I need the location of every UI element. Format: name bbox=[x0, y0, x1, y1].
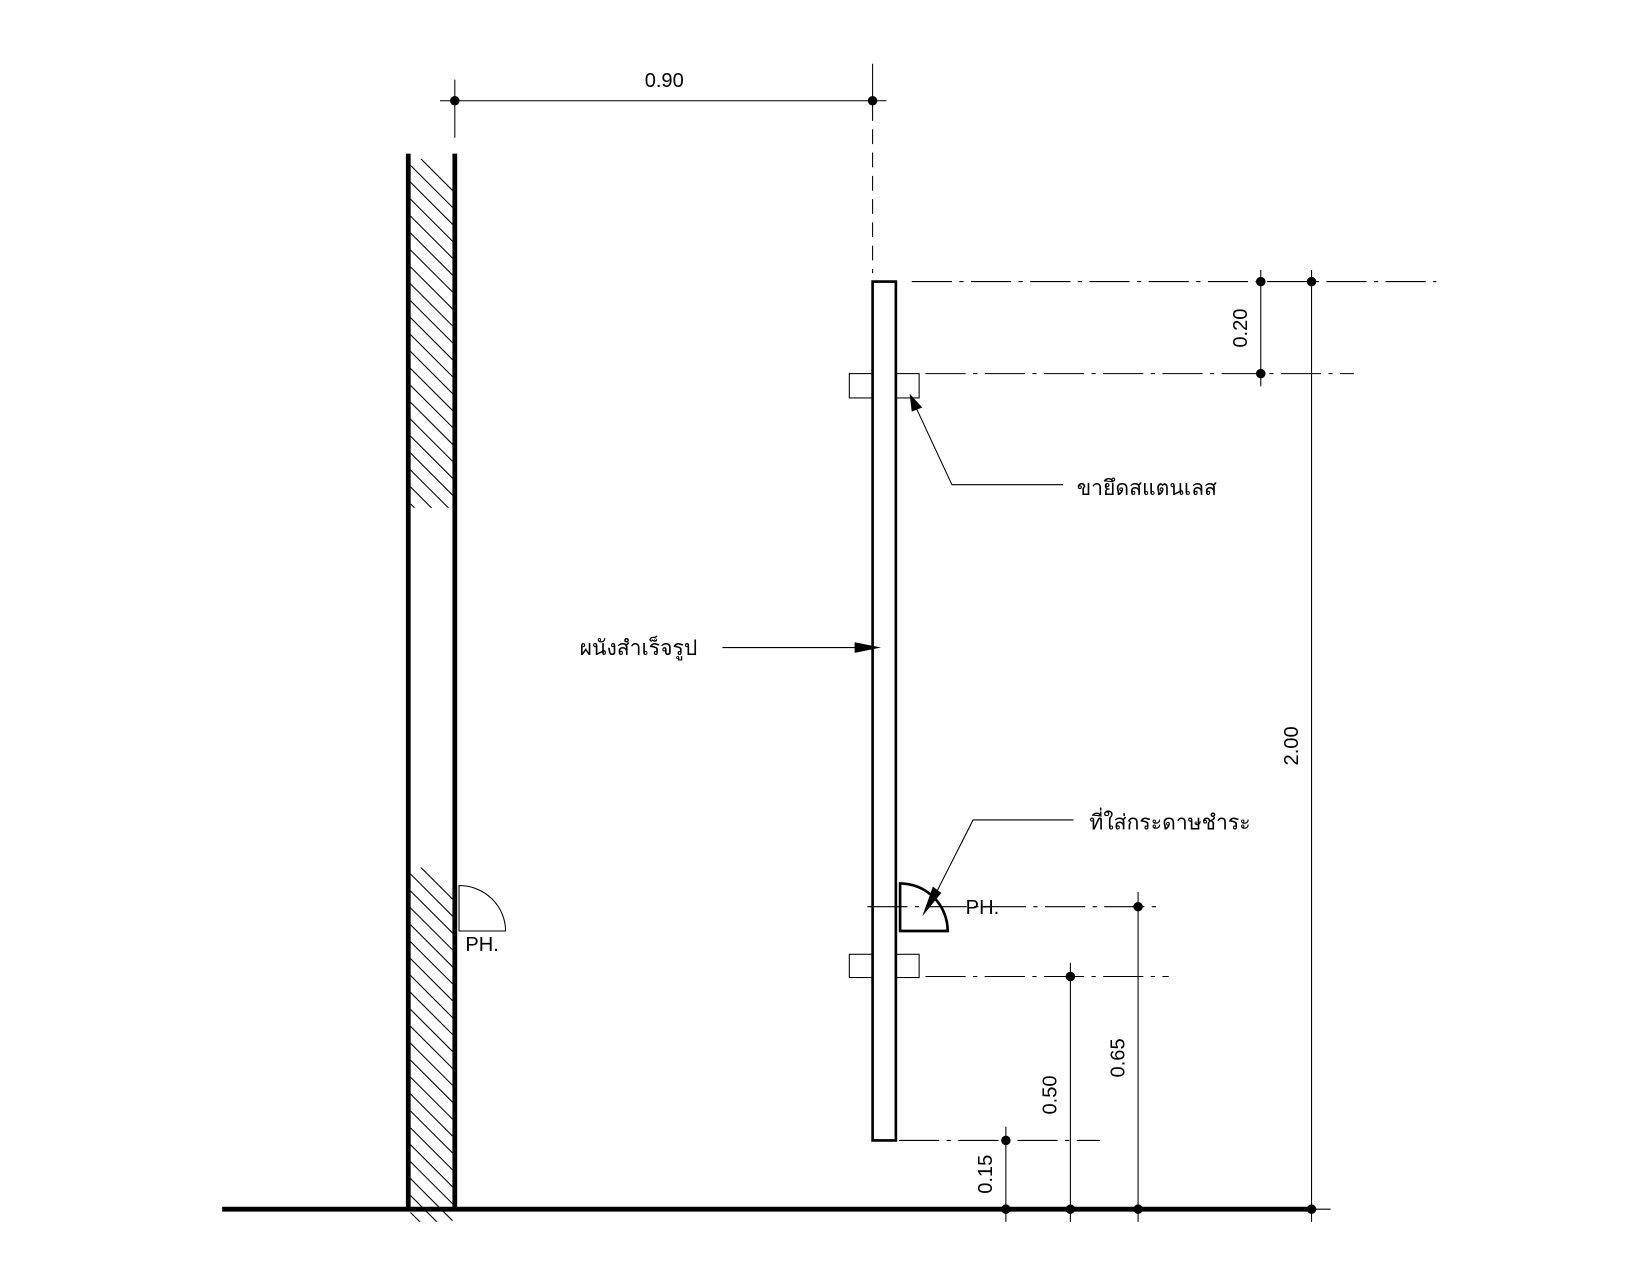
dimension-lower-bracket: 0.50 bbox=[925, 962, 1169, 1222]
wall-hatch-line bbox=[410, 300, 453, 344]
ph-label-left: PH. bbox=[465, 934, 498, 956]
wall-hatch-line bbox=[410, 521, 452, 563]
wall-hatch-line bbox=[410, 418, 453, 462]
wall-hatch-line bbox=[410, 991, 453, 1036]
wall-hatch-line bbox=[410, 317, 453, 361]
wall-hatch-line bbox=[410, 283, 453, 327]
wall-hatch-line bbox=[410, 384, 453, 428]
wall-hatch-line bbox=[410, 924, 453, 968]
leader-paper-holder bbox=[922, 819, 1074, 917]
dim-label-0-20: 0.20 bbox=[1230, 309, 1252, 348]
wall-hatch-line bbox=[410, 1008, 453, 1052]
dim-label-0-90: 0.90 bbox=[645, 70, 684, 92]
wall-hatch-line bbox=[410, 401, 453, 445]
wall-hatch-line bbox=[410, 1127, 453, 1171]
wall-hatch-line bbox=[410, 181, 453, 225]
paper-holder-left bbox=[458, 884, 507, 932]
dim-label-0-15: 0.15 bbox=[975, 1155, 997, 1194]
label-stainless-bracket: ขายึดสแตนเลส bbox=[1077, 475, 1217, 500]
wall-hatch-line bbox=[410, 907, 453, 951]
dimension-holder-height: 0.65 bbox=[867, 891, 1162, 1222]
wall-hatch-line bbox=[410, 1161, 453, 1205]
dim-label-0-65: 0.65 bbox=[1107, 1038, 1129, 1077]
dim-label-2-00: 2.00 bbox=[1281, 726, 1303, 765]
wall-hatch-line bbox=[410, 975, 453, 1019]
prefab-partition-panel bbox=[871, 280, 898, 1142]
wall-hatch-line bbox=[410, 266, 453, 310]
wall-hatch-line bbox=[410, 232, 453, 276]
wall-hatch-line bbox=[410, 1110, 453, 1154]
label-prefab-panel: ผนังสำเร็จรูป bbox=[580, 634, 698, 661]
ph-label-right: PH. bbox=[966, 897, 999, 919]
existing-wall bbox=[405, 153, 458, 1222]
wall-hatch-line bbox=[410, 351, 453, 395]
label-paper-holder: ที่ใส่กระดาษชำระ bbox=[1089, 807, 1250, 834]
stainless-bracket-upper bbox=[848, 373, 920, 399]
wall-hatch-line bbox=[410, 367, 453, 411]
dimension-floor-clearance: 0.15 bbox=[899, 1126, 1100, 1222]
wall-hatch-line bbox=[420, 158, 453, 191]
wall-hatch-line bbox=[410, 452, 453, 496]
wall-hatch-line bbox=[410, 249, 453, 293]
wall-hatch-line bbox=[410, 503, 416, 508]
wall-hatch-line bbox=[410, 1144, 453, 1188]
wall-hatch-line bbox=[410, 334, 453, 378]
wall-hatch-line bbox=[410, 958, 453, 1002]
dim-label-0-50: 0.50 bbox=[1040, 1075, 1062, 1114]
wall-hatch-line bbox=[410, 1042, 453, 1086]
wall-hatch-line bbox=[420, 867, 453, 900]
stainless-bracket-lower bbox=[848, 953, 920, 979]
wall-hatch-line bbox=[410, 435, 453, 479]
wall-hatch-line bbox=[410, 873, 453, 917]
wall-hatch-line bbox=[410, 486, 433, 508]
wall-hatch-line bbox=[410, 1211, 421, 1222]
wall-hatch-line bbox=[410, 1093, 453, 1137]
wall-hatch-line bbox=[410, 164, 453, 208]
wall-hatch-line bbox=[410, 941, 453, 985]
wall-hatch-line bbox=[410, 1178, 453, 1222]
wall-hatch-line bbox=[410, 890, 453, 934]
dimension-total-height: 2.00 bbox=[1281, 269, 1317, 1222]
dimension-wall-to-panel: 0.90 bbox=[440, 63, 887, 274]
wall-hatch-line bbox=[410, 1195, 438, 1222]
dimension-top-to-bracket: 0.20 bbox=[911, 269, 1437, 387]
wall-hatch-line bbox=[410, 1076, 453, 1120]
wall-hatch-line bbox=[410, 215, 453, 259]
wall-hatch-line bbox=[410, 1025, 453, 1069]
wall-hatch-line bbox=[410, 198, 453, 242]
wall-hatch-line bbox=[410, 469, 450, 508]
leader-panel bbox=[722, 642, 882, 653]
wall-hatch-line bbox=[410, 1059, 453, 1103]
leader-bracket bbox=[909, 393, 1063, 486]
